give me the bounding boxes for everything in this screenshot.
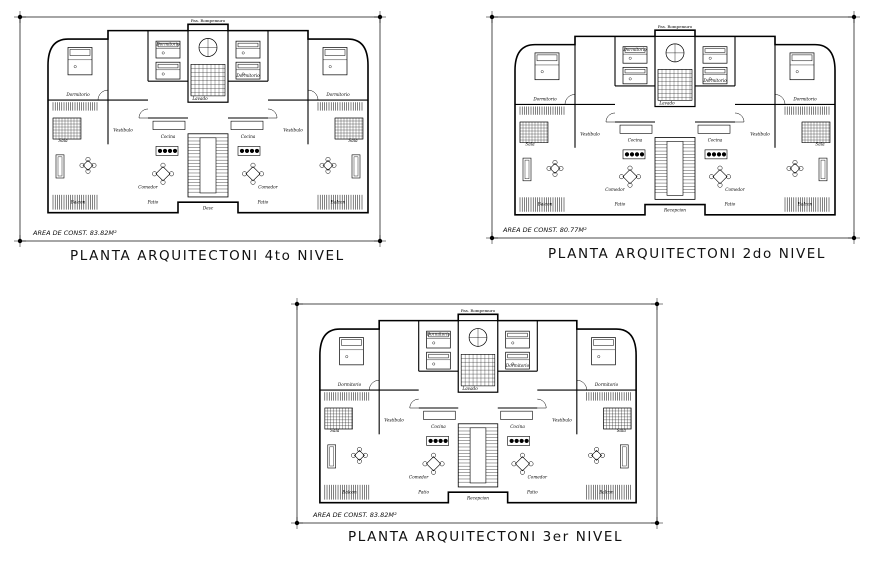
room-label-lavado: Lavado bbox=[658, 100, 675, 105]
room-label-dormitorio: Dormitorio bbox=[505, 363, 530, 368]
room-label-lavado: Lavado bbox=[461, 386, 478, 391]
room-label-cocina: Cocina bbox=[510, 424, 525, 429]
room-label-dormitorio: Dormitorio bbox=[622, 47, 647, 52]
plan-caption: PLANTA ARQUITECTONI 2do NIVEL bbox=[548, 246, 826, 262]
room-label-descanso: Recepcion bbox=[466, 496, 489, 501]
room-label-vestibulo: Vestíbulo bbox=[552, 418, 572, 423]
plan-caption: PLANTA ARQUITECTONI 3er NIVEL bbox=[348, 529, 623, 545]
top-label: Pas. Rompemuro bbox=[658, 24, 693, 29]
plan-caption: PLANTA ARQUITECTONI 4to NIVEL bbox=[70, 248, 345, 264]
room-label-dormitorio: Dormitorio bbox=[65, 92, 90, 97]
room-label-comedor: Comedor bbox=[528, 475, 548, 480]
room-label-sala: Sala bbox=[617, 428, 627, 433]
room-label-balcon: Balcon bbox=[70, 199, 86, 204]
room-label-dormitorio: Dormitorio bbox=[532, 96, 557, 101]
room-label-dormitorio: Dormitorio bbox=[235, 73, 260, 78]
room-label-dormitorio: Dormitorio bbox=[337, 382, 362, 387]
room-label-patio: Patio bbox=[614, 202, 626, 207]
room-label-balcon: Balcon bbox=[797, 202, 813, 207]
room-label-sala: Sala bbox=[348, 138, 358, 143]
room-label-vestibulo: Vestíbulo bbox=[384, 418, 404, 423]
room-label-dormitorio: Dormitorio bbox=[325, 92, 350, 97]
room-label-cocina: Cocina bbox=[628, 138, 643, 143]
room-label-patio: Patio bbox=[526, 489, 538, 494]
room-label-cocina: Cocina bbox=[708, 138, 723, 143]
room-label-dormitorio: Dormitorio bbox=[594, 382, 619, 387]
room-label-comedor: Comedor bbox=[605, 187, 625, 192]
room-label-patio: Patio bbox=[724, 202, 736, 207]
area-label: AREA DE CONST. 83.82M² bbox=[32, 229, 117, 237]
room-label-balcon: Balcon bbox=[598, 489, 614, 494]
room-label-balcon: Balcon bbox=[330, 199, 346, 204]
room-label-vestibulo: Vestíbulo bbox=[750, 131, 770, 136]
room-label-comedor: Comedor bbox=[258, 185, 278, 190]
room-label-vestibulo: Vestíbulo bbox=[283, 128, 303, 133]
room-label-comedor: Comedor bbox=[138, 185, 158, 190]
room-label-balcon: Balcon bbox=[341, 489, 357, 494]
room-label-dormitorio: Dormitorio bbox=[155, 41, 180, 46]
room-label-patio: Patio bbox=[417, 489, 429, 494]
room-label-sala: Sala bbox=[330, 428, 340, 433]
room-label-patio: Patio bbox=[257, 199, 269, 204]
room-label-dormitorio: Dormitorio bbox=[702, 78, 727, 83]
area-label: AREA DE CONST. 83.82M² bbox=[312, 511, 397, 519]
room-label-comedor: Comedor bbox=[409, 475, 429, 480]
room-label-sala: Sala bbox=[815, 142, 825, 147]
room-label-patio: Patio bbox=[147, 199, 159, 204]
room-label-vestibulo: Vestíbulo bbox=[113, 128, 133, 133]
room-label-dormitorio: Dormitorio bbox=[792, 96, 817, 101]
top-label: Pas. Rompemuro bbox=[191, 18, 226, 23]
top-label: Pas. Rompemuro bbox=[461, 308, 496, 313]
room-label-sala: Sala bbox=[525, 142, 535, 147]
room-label-descanso: Desc bbox=[202, 206, 214, 211]
room-label-lavado: Lavado bbox=[191, 96, 208, 101]
room-label-cocina: Cocina bbox=[241, 134, 256, 139]
room-label-cocina: Cocina bbox=[161, 134, 176, 139]
room-label-comedor: Comedor bbox=[725, 187, 745, 192]
room-label-descanso: Recepcion bbox=[663, 208, 686, 213]
room-label-sala: Sala bbox=[58, 138, 68, 143]
area-label: AREA DE CONST. 80.77M² bbox=[502, 226, 587, 234]
room-label-balcon: Balcon bbox=[537, 202, 553, 207]
room-label-vestibulo: Vestíbulo bbox=[580, 131, 600, 136]
room-label-dormitorio: Dormitorio bbox=[426, 331, 451, 336]
room-label-cocina: Cocina bbox=[431, 424, 446, 429]
